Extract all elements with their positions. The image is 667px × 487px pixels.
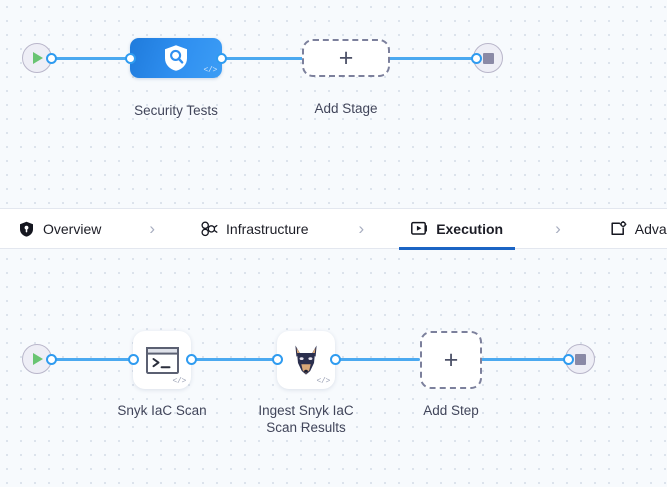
tab-infrastructure[interactable]: Infrastructure	[199, 209, 310, 249]
tab-overview[interactable]: Overview	[16, 209, 103, 249]
step-label-line-1: Ingest Snyk IaC	[258, 403, 354, 418]
ingest-input-port[interactable]	[272, 354, 283, 365]
connector-start-to-snyk-scan	[44, 358, 136, 361]
end-input-port-top[interactable]	[471, 53, 482, 64]
connector-add-stage-to-end	[388, 57, 476, 60]
connector-add-step-to-end	[481, 358, 569, 361]
terminal-icon	[145, 346, 179, 374]
execution-end-input-port[interactable]	[563, 354, 574, 365]
plus-icon: +	[443, 345, 459, 374]
snyk-scan-output-port[interactable]	[186, 354, 197, 365]
tab-overview-label: Overview	[43, 220, 102, 237]
connector-start-to-security-tests	[44, 57, 134, 60]
stage-pipeline-pane: </> Security Tests + Add Stage	[0, 0, 667, 208]
code-badge-icon: </>	[172, 377, 186, 386]
connector-security-tests-to-add-stage	[218, 57, 304, 60]
snyk-scan-input-port[interactable]	[128, 354, 139, 365]
connector-snyk-scan-to-ingest	[188, 358, 282, 361]
step-label-line-2: Scan Results	[266, 420, 346, 435]
security-tests-input-port[interactable]	[125, 53, 136, 64]
execution-play-icon	[411, 220, 428, 237]
add-step-button[interactable]: +	[420, 331, 482, 389]
advanced-gear-icon	[610, 220, 627, 237]
shield-search-icon	[165, 45, 187, 71]
add-stage-button[interactable]: +	[302, 39, 390, 77]
shield-icon	[18, 220, 35, 237]
tab-separator-2: ›	[358, 219, 365, 238]
tab-execution[interactable]: Execution	[399, 209, 515, 250]
security-tests-output-port[interactable]	[216, 53, 227, 64]
pipeline-section-tabs: Overview › Infrastructure ›	[0, 208, 667, 250]
tab-advanced[interactable]: Advanced	[608, 209, 667, 249]
connector-ingest-to-add-step	[334, 358, 420, 361]
stop-icon	[483, 53, 494, 64]
add-step-label: Add Step	[423, 403, 479, 418]
tab-separator-3: ›	[555, 219, 561, 238]
tab-execution-label: Execution	[436, 220, 504, 237]
play-icon	[33, 52, 43, 64]
start-output-port[interactable]	[46, 53, 57, 64]
play-icon	[33, 353, 43, 365]
doberman-icon	[295, 345, 317, 375]
stage-label-security-tests: Security Tests	[134, 103, 218, 118]
stage-node-security-tests[interactable]: </>	[130, 38, 222, 78]
tab-advanced-label: Advanced	[634, 220, 667, 237]
step-label-ingest-snyk-results: Ingest Snyk IaC Scan Results	[236, 402, 376, 436]
step-node-ingest-snyk-results[interactable]: </>	[277, 331, 335, 389]
execution-start-output-port[interactable]	[46, 354, 57, 365]
add-stage-label: Add Stage	[314, 101, 378, 116]
plus-icon: +	[338, 43, 354, 72]
infrastructure-icon	[201, 220, 218, 237]
code-badge-icon: </>	[203, 66, 217, 75]
execution-start-node[interactable]	[22, 344, 52, 374]
tab-infrastructure-label: Infrastructure	[226, 220, 309, 237]
ingest-output-port[interactable]	[330, 354, 341, 365]
step-label-snyk-iac-scan: Snyk IaC Scan	[117, 403, 207, 418]
tab-separator-1: ›	[149, 219, 156, 238]
step-node-snyk-iac-scan[interactable]: </>	[133, 331, 191, 389]
stop-icon	[575, 354, 586, 365]
code-badge-icon: </>	[316, 377, 330, 386]
execution-pipeline-pane: </> Snyk IaC Scan </> Ingest Snyk IaC	[0, 249, 667, 487]
